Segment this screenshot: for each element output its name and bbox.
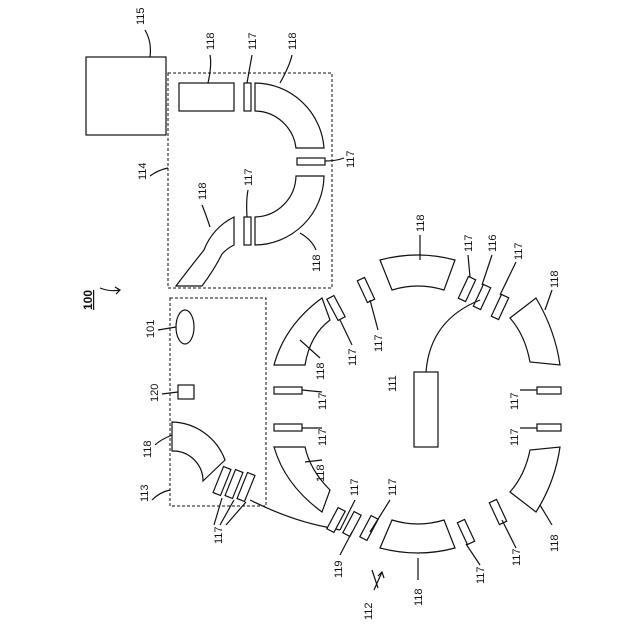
label-118-ring-bottom: 118: [413, 588, 425, 606]
label-117-c: 117: [243, 168, 255, 186]
label-118-c: 118: [197, 182, 209, 200]
label-117-l: 117: [509, 428, 521, 446]
magnet-118-arc-mid: [255, 176, 324, 245]
label-117-m: 117: [349, 478, 361, 496]
component-117-a: [244, 83, 251, 111]
label-118-e: 118: [142, 440, 154, 458]
label-117-o: 117: [475, 566, 487, 584]
magnet-118-arc-low: [176, 217, 234, 286]
label-120: 120: [149, 384, 161, 402]
magnet-118-straight: [179, 83, 234, 111]
magnet-118-ring-tl: [274, 298, 330, 365]
label-117-b: 117: [345, 150, 357, 168]
label-113: 113: [139, 484, 151, 502]
magnet-118-113: [172, 422, 225, 481]
label-117-n: 117: [387, 478, 399, 496]
magnet-118-ring-br: [510, 447, 560, 512]
label-118-ring-top: 118: [415, 214, 427, 232]
magnet-118-ring-top: [380, 255, 455, 290]
label-114: 114: [137, 162, 149, 180]
label-112: 112: [363, 602, 375, 620]
label-119: 119: [333, 560, 345, 578]
label-118-b: 118: [287, 32, 299, 50]
label-115: 115: [135, 7, 147, 25]
block-111: [414, 372, 438, 447]
component-117-c: [244, 217, 251, 245]
label-116: 116: [487, 234, 499, 252]
label-118-ring-tr: 118: [549, 270, 561, 288]
label-117-i: 117: [317, 392, 329, 410]
label-118-a: 118: [205, 32, 217, 50]
label-117-p: 117: [511, 548, 523, 566]
magnet-118-ring-tr: [510, 298, 560, 365]
component-117-b: [297, 158, 325, 165]
label-118-ring-bl: 118: [315, 464, 327, 482]
label-117-k: 117: [509, 392, 521, 410]
label-117-h: 117: [347, 348, 359, 366]
label-117-j: 117: [317, 428, 329, 446]
label-118-ring-br: 118: [549, 534, 561, 552]
label-118-d: 118: [311, 254, 323, 272]
label-117-a: 117: [247, 32, 259, 50]
label-100: 100: [81, 290, 95, 310]
label-117-e: 117: [463, 234, 475, 252]
label-111: 111: [387, 375, 399, 392]
magnet-118-arc-top: [255, 83, 324, 148]
magnet-118-ring-bottom: [380, 520, 455, 553]
label-117-g: 117: [373, 334, 385, 352]
label-117-d: 117: [213, 526, 225, 544]
block-115: [86, 57, 166, 135]
ion-source-101: [176, 310, 194, 344]
label-118-ring-tl: 118: [315, 362, 327, 380]
label-117-f: 117: [513, 242, 525, 260]
label-101: 101: [145, 320, 157, 338]
component-120: [178, 385, 194, 399]
